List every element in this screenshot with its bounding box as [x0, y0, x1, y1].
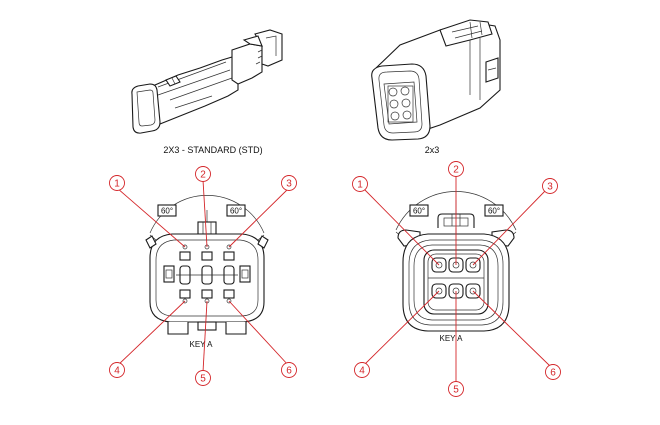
callout-right-4-label: 4: [359, 366, 365, 377]
angle-label-left-a: 60°: [161, 207, 173, 216]
callouts-left: 1 2 3 4 5 6: [109, 166, 297, 386]
callout-left-6: [281, 362, 297, 378]
plug-connector-3d-view: [131, 29, 283, 134]
callout-left-4: [109, 362, 125, 378]
angle-box-left-a: [157, 204, 177, 217]
callouts-right: 1 2 3 4 5 6: [352, 161, 561, 397]
plug-front-view: 60° 60°: [145, 195, 269, 335]
left-view-caption: 2X3 - STANDARD (STD): [163, 145, 262, 155]
callout-left-5-label: 5: [200, 374, 206, 385]
angle-box-right-a: [409, 204, 429, 217]
callout-right-1-label: 1: [357, 180, 363, 191]
callout-left-6-label: 6: [286, 366, 292, 377]
angle-box-right-b: [484, 204, 504, 217]
callout-right-6: [545, 364, 561, 380]
callout-left-2-label: 2: [200, 170, 206, 181]
callout-left-1: [109, 175, 125, 191]
callout-left-5: [195, 370, 211, 386]
callout-right-3-label: 3: [547, 182, 553, 193]
callout-left-1-label: 1: [114, 179, 120, 190]
key-label-right: KEY A: [440, 334, 464, 343]
right-view-caption: 2x3: [425, 145, 440, 155]
callout-left-3-label: 3: [286, 179, 292, 190]
callout-right-4: [354, 362, 370, 378]
receptacle-connector-3d-view: [371, 19, 501, 141]
callout-left-4-label: 4: [114, 366, 120, 377]
angle-box-left-b: [226, 204, 246, 217]
callout-right-2: [448, 161, 464, 177]
callout-right-5: [448, 381, 464, 397]
callout-right-6-label: 6: [550, 368, 556, 379]
callout-right-2-label: 2: [453, 165, 459, 176]
callout-right-5-label: 5: [453, 385, 459, 396]
angle-label-right-b: 60°: [488, 207, 500, 216]
callout-right-1: [352, 176, 368, 192]
key-label-left: KEY A: [190, 340, 214, 349]
angle-label-left-b: 60°: [230, 207, 242, 216]
callout-right-3: [542, 178, 558, 194]
callout-left-3: [281, 175, 297, 191]
callout-left-2: [195, 166, 211, 182]
angle-label-right-a: 60°: [413, 207, 425, 216]
